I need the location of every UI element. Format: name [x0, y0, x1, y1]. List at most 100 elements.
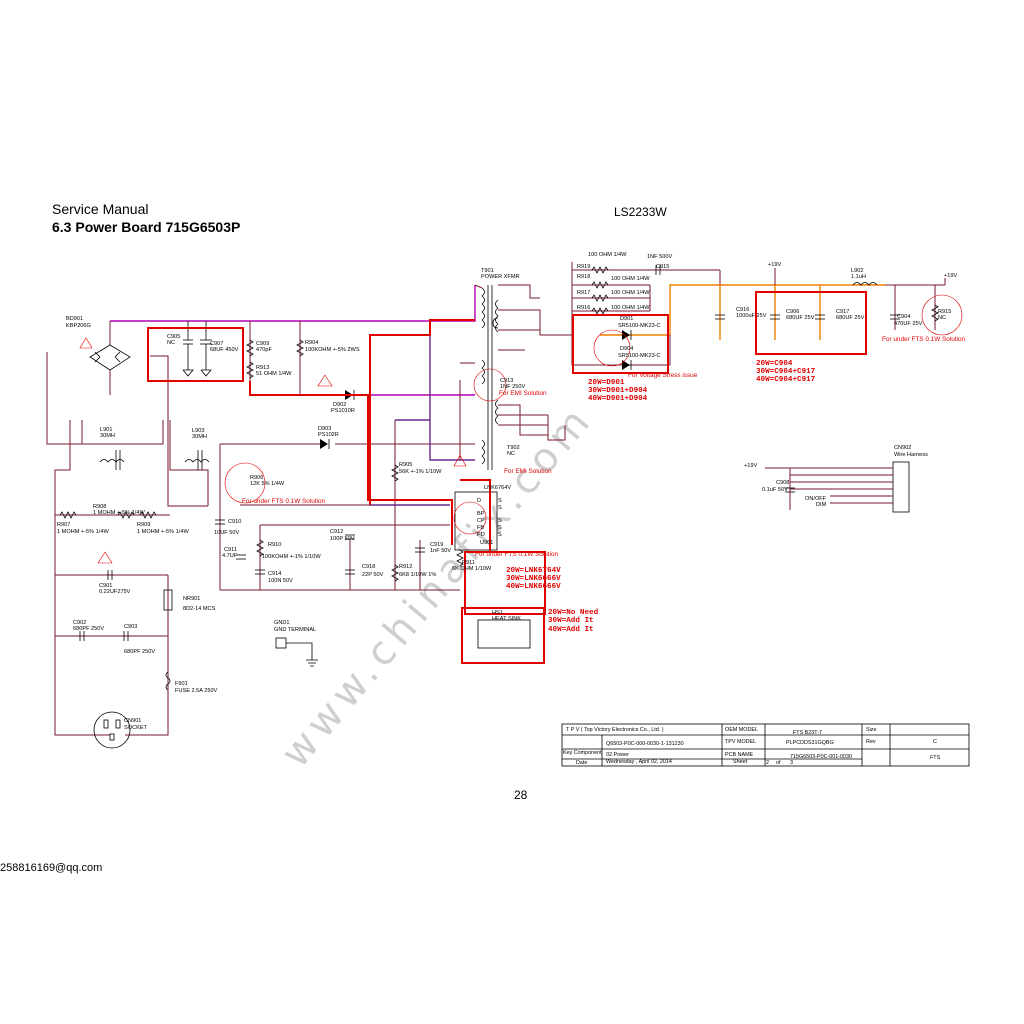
label-r905-val: 56K +-1% 1/10W [399, 469, 442, 475]
page-number: 28 [514, 788, 528, 802]
label-c901-val: 0.22UF275V [99, 589, 131, 595]
note-cap-opt-3: 40W=C904+C917 [756, 376, 816, 384]
label-c918-val: 22P 50V [362, 572, 384, 578]
label-f901-val: FUSE 2.5A 250V [175, 688, 218, 694]
tb-sheet: 2 [766, 760, 769, 766]
label-cn901-val: SOCKET [124, 725, 148, 731]
label-r917-val: 100 OHM 1/4W [611, 290, 650, 296]
label-d903-ref: D903 [318, 426, 331, 432]
tb-date-label: Date [576, 760, 587, 766]
label-c917-val: 680UF 25V [836, 315, 865, 321]
tb-doc-no: Q6503-P0C-000-0030-1-131230 [606, 741, 684, 747]
label-u901-ref: U901 [480, 540, 493, 546]
label-c901-ref: C901 [99, 583, 112, 589]
label-c916-val: 1000uF 25V [736, 313, 767, 319]
label-c908-ref: C908 [776, 480, 789, 486]
label-c914-ref: C914 [268, 571, 281, 577]
label-l903-val: 30MH [192, 434, 207, 440]
label-c917-ref: C917 [836, 309, 849, 315]
label-r919-val: 100 OHM 1/4W [588, 252, 627, 258]
note-fts-2: For under FTS 0.1W Solution [475, 551, 559, 558]
label-c918-ref: C918 [362, 564, 375, 570]
label-l901-ref: L901 [100, 427, 112, 433]
label-c913-val: 1NF 250V [500, 384, 525, 390]
label-r907-ref: R907 [57, 522, 70, 528]
wire-harness-cn902 [765, 461, 910, 513]
label-r915-ref: R915 [938, 309, 951, 315]
label-cn902-val: Wire Harness [894, 452, 928, 458]
label-d904-ref: D904 [620, 346, 633, 352]
label-r909-ref: R909 [137, 522, 150, 528]
label-t902-val: NC [507, 451, 515, 457]
label-r911-val: 6K OHM 1/10W [452, 566, 492, 572]
net-19v-a: +19V [768, 262, 781, 268]
label-gnd1-ref: GND1 [274, 620, 290, 626]
net-19v-b: +19V [944, 273, 957, 279]
label-c910-val: 10UF 50V [214, 530, 239, 536]
label-r917-ref: R917 [577, 290, 590, 296]
svg-text:BP: BP [477, 511, 485, 517]
label-r913-ref: R913 [256, 365, 269, 371]
annotations: For Voltage Stress issue For EMI Solutio… [242, 336, 966, 634]
label-r912-ref: R912 [399, 564, 412, 570]
svg-text:S: S [498, 525, 502, 531]
note-cap-opt-1: 20W=C904 [756, 360, 793, 368]
label-c902-ref: C902 [73, 620, 86, 626]
ic-pins: D BP CP FB PD S S S S S [477, 498, 502, 538]
label-r916-ref: R916 [577, 305, 590, 311]
label-r906-val: 12K 5% 1/4W [250, 481, 285, 487]
tb-pcb-label: PCB NAME [725, 752, 754, 758]
tb-oem-label: OEM MODEL [725, 727, 758, 733]
label-c911-ref: C911 [224, 547, 237, 553]
tb-total: 3 [790, 760, 793, 766]
label-c903-val: 680PF 250V [124, 649, 155, 655]
svg-text:D: D [477, 498, 481, 504]
label-c919-ref: C919 [430, 542, 443, 548]
note-ic-opt-1: 20W=LNK6764V [506, 567, 561, 575]
tb-company: T P V ( Top Victory Electronics Co., Ltd… [566, 727, 664, 733]
label-nr901-ref: NR901 [183, 596, 200, 602]
label-c910-ref: C910 [228, 519, 241, 525]
note-emi-1: For EMI Solution [499, 390, 547, 397]
svg-text:CP: CP [477, 518, 485, 524]
label-c912-ref: C912 [330, 529, 343, 535]
label-bd901-val: KBP206G [66, 323, 91, 329]
label-r911-ref: R911 [462, 560, 475, 566]
title-block: T P V ( Top Victory Electronics Co., Ltd… [561, 723, 970, 767]
tb-tpv-label: TPV MODEL [725, 739, 756, 745]
label-c903-ref: C903 [124, 624, 137, 630]
label-r916-val: 100 OHM 1/4W [611, 305, 650, 311]
label-t901-val: POWER XFMR [481, 274, 520, 280]
note-diode-opt-1: 20W=D901 [588, 379, 625, 387]
label-r910-val: 100KOHM +-1% 1/10W [262, 554, 321, 560]
note-hs-opt-2: 30W=Add It [548, 617, 594, 625]
note-ic-opt-2: 30W=LNK6666V [506, 575, 561, 583]
note-ic-opt-3: 40W=LNK6666V [506, 583, 561, 591]
note-emi-2: For EMI Solution [504, 468, 552, 475]
label-c909-ref: C909 [256, 341, 269, 347]
note-cap-opt-2: 30W=C904+C917 [756, 368, 816, 376]
label-c902-val: 680PF 250V [73, 626, 104, 632]
tb-pcb-name: 715G6503-P0C-001-0030 [790, 754, 852, 760]
note-voltage-stress: For Voltage Stress issue [628, 372, 698, 379]
label-c911-val: 4.7UF [222, 553, 238, 559]
tb-product: FTS [930, 755, 941, 761]
note-fts-1: For under FTS 0.1W Solution [242, 498, 326, 505]
svg-text:PD: PD [477, 532, 485, 538]
label-r904-ref: R904 [305, 340, 318, 346]
label-c907-val: 68UF 450V [210, 347, 239, 353]
svg-text:S: S [498, 498, 502, 504]
note-hs-opt-1: 20W=No Need [548, 609, 599, 617]
label-c906-val: 680UF 25V [786, 315, 815, 321]
tb-sheet-label: Sheet [733, 759, 748, 765]
label-c915-ref: C915 [656, 264, 669, 270]
note-diode-opt-2: 30W=D901+D904 [588, 387, 648, 395]
label-l903-ref: L903 [192, 428, 204, 434]
label-nr901-val: 8D2-14 MCS [183, 606, 216, 612]
label-c904-ref: C904 [897, 314, 910, 320]
label-r906-ref: R906 [250, 475, 263, 481]
label-r912-val: 6K8 1/10W 1% [399, 572, 436, 578]
label-r918-ref: R918 [577, 274, 590, 280]
contact-email: 258816169@qq.com [0, 862, 103, 874]
